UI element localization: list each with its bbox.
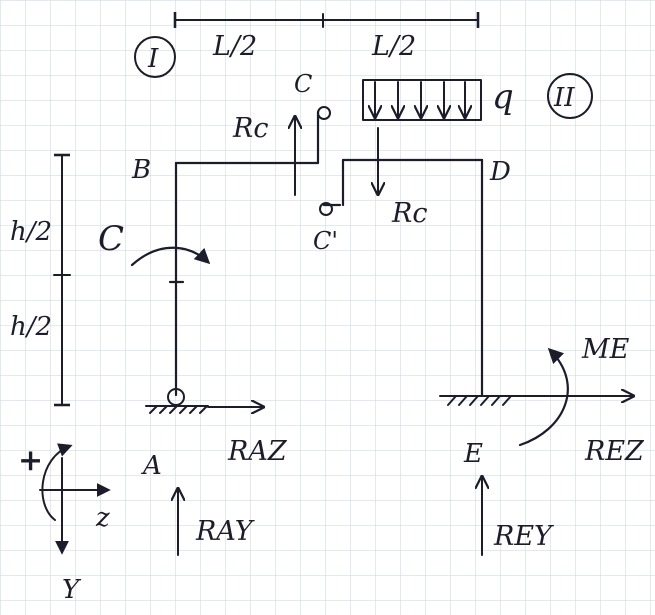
reaction-az-label: RAZ [227,436,288,467]
reaction-ez-label: REZ [584,436,645,467]
half-height-lower-label: h/2 [10,312,52,342]
half-span-left-label: L/2 [212,31,257,62]
node-c-prime-label: C' [313,227,338,255]
node-c-label: C [294,70,312,98]
node-e-label: E [463,439,483,469]
couple-c-label: C [98,219,124,259]
moment-e-label: ME [581,334,630,365]
height-dimension [53,153,71,407]
node-b-label: B [131,155,151,185]
reaction-c-right-label: Rc [391,198,427,229]
node-a-label: A [141,451,162,481]
panel-two-marker [547,73,593,119]
hinge-c-prime [319,202,333,216]
frame-two-members [322,158,484,397]
moment-e-arrow [518,347,569,447]
half-span-right-label: L/2 [371,31,416,62]
panel-two-label: II [553,83,575,113]
half-height-upper-label: h/2 [10,217,52,247]
reaction-ay-label: RAY [195,516,255,547]
fixed-support-e [439,395,521,406]
reaction-c-left-label: Rc [232,113,268,144]
node-d-label: D [489,157,511,187]
coordinate-system [39,443,111,555]
axis-z-label: z [95,503,110,533]
hinge-c [317,106,331,120]
span-dimension [173,12,480,28]
couple-c-arrow [130,246,211,267]
distributed-load [362,79,482,121]
reaction-ey-label: REY [493,521,554,552]
axis-y-label: Y [62,575,82,605]
pin-support-a [145,388,209,414]
load-q-label: q [492,77,514,117]
panel-one-marker [134,36,176,78]
sign-plus-label: + [18,443,43,478]
panel-one-label: I [147,44,159,74]
